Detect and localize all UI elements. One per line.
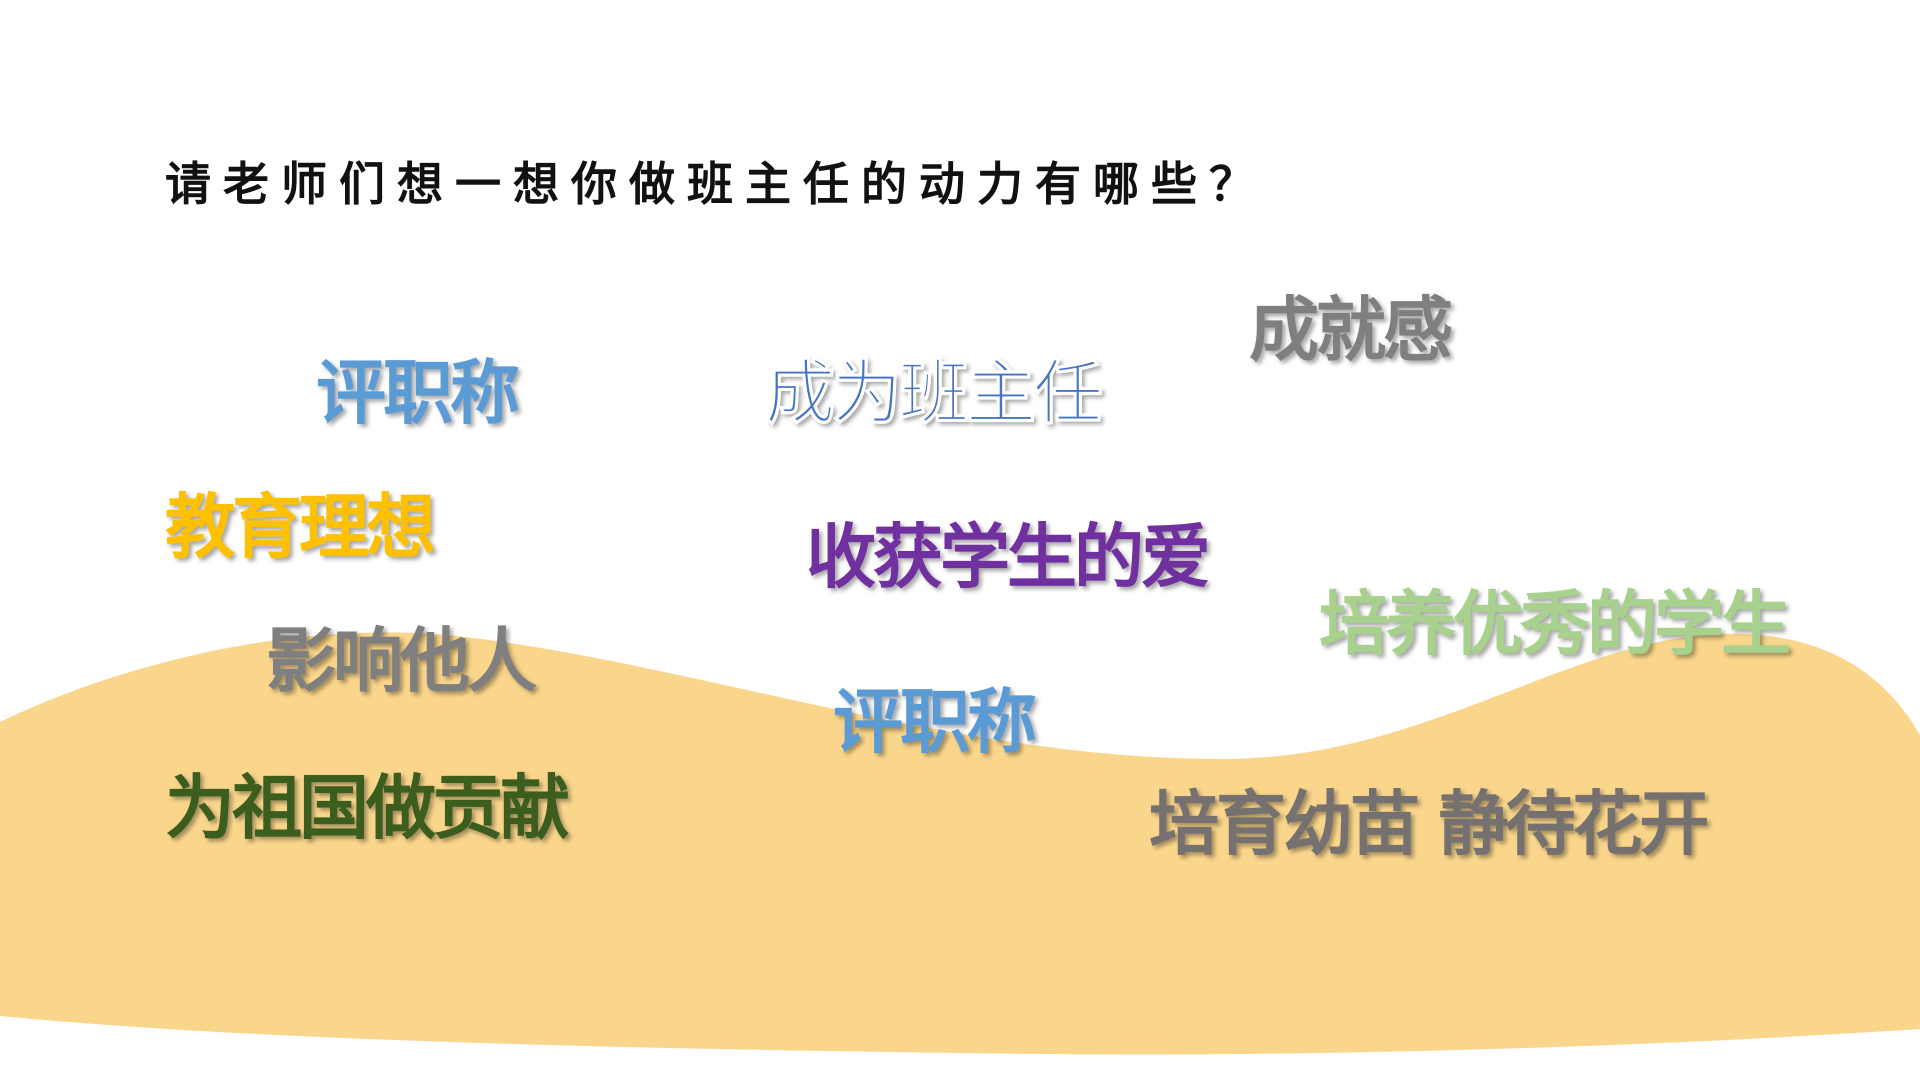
word-jiao-yu-li-xiang: 教育理想 — [165, 486, 436, 568]
word-pei-yu-you-miao-jing-dai-hua-kai: 培育幼苗 静待花开 — [1149, 783, 1709, 865]
word-pei-yang-you-xiu-de-xue-sheng: 培养优秀的学生 — [1319, 583, 1791, 665]
word-ying-xiang-ta-ren: 影响他人 — [266, 620, 537, 702]
word-cheng-jiu-gan: 成就感 — [1249, 289, 1453, 371]
word-ping-zhi-cheng-1: 评职称 — [316, 352, 520, 434]
wave-shape — [0, 632, 1920, 1055]
word-cheng-wei-ban-zhu-ren: 成为班主任 — [765, 352, 1104, 434]
word-ping-zhi-cheng-2: 评职称 — [833, 681, 1037, 763]
word-shou-huo-xue-sheng-de-ai: 收获学生的爱 — [806, 516, 1211, 598]
word-wei-zu-guo-zuo-gong-xian: 为祖国做贡献 — [165, 767, 570, 849]
slide-title: 请老师们想一想你做班主任的动力有哪些？ — [165, 157, 1267, 211]
